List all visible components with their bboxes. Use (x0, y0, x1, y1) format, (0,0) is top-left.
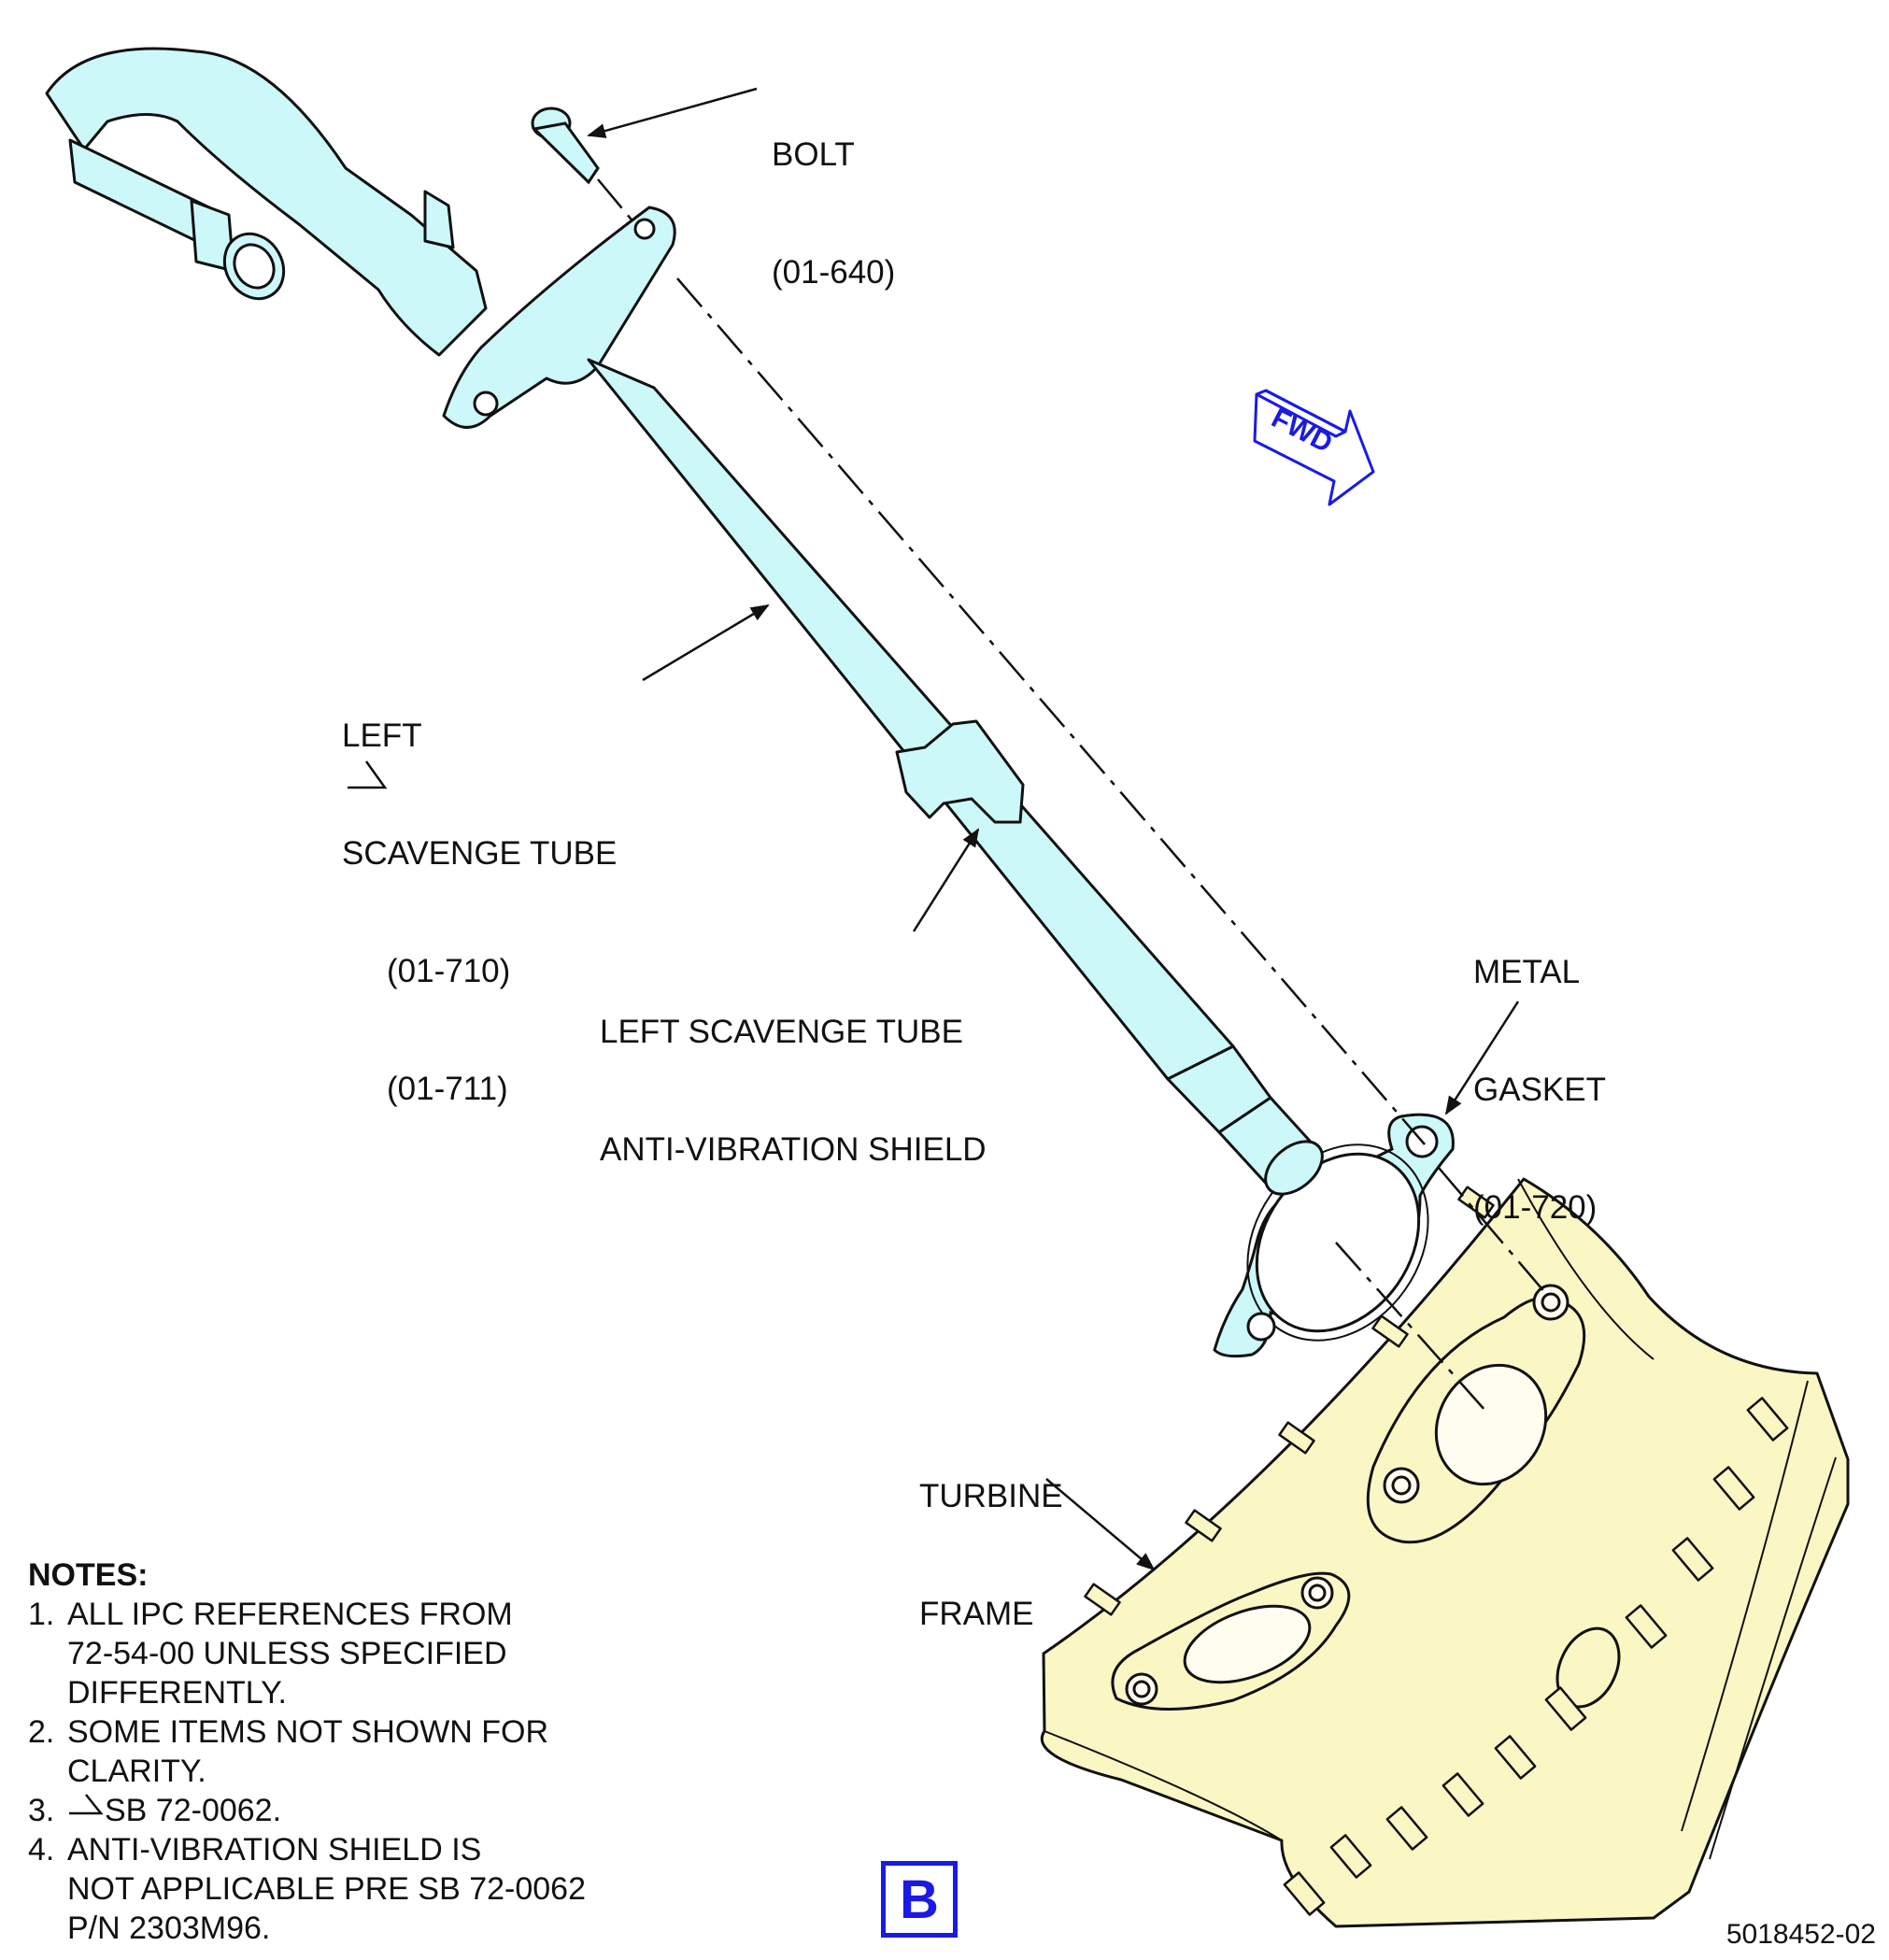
gasket-callout: METAL GASKET (01-720) (1473, 874, 1606, 1267)
figure-id: 5018452-02 (1726, 1919, 1876, 1950)
bolt (531, 107, 600, 185)
note-item: 1. ALL IPC REFERENCES FROM 72-54-00 UNLE… (28, 1595, 586, 1712)
left-tube-callout: LEFT SCAVENGE TUBE (01-710) (01-711) (342, 638, 617, 1148)
note-number: 2. (28, 1714, 55, 1750)
stud (1084, 1583, 1121, 1616)
view-label: B (900, 1868, 939, 1930)
note-number: 1. (28, 1597, 55, 1632)
bolt-name: BOLT (772, 136, 855, 173)
note-number: 3. (28, 1793, 55, 1828)
stud (1278, 1421, 1315, 1455)
left-tube-ref2: (01-711) (387, 1071, 508, 1107)
delta-symbol-tube (348, 760, 388, 789)
note-number: 4. (28, 1832, 55, 1868)
stud (1442, 1772, 1484, 1817)
left-tube-ref1: (01-710) (387, 953, 511, 989)
stud (1712, 1466, 1755, 1511)
notes-block: NOTES: 1. ALL IPC REFERENCES FROM 72-54-… (28, 1555, 586, 1948)
gasket-line1: METAL (1473, 954, 1581, 990)
stud (1457, 1186, 1495, 1219)
fwd-arrow-icon: FWD (1253, 389, 1375, 506)
tube-leader (642, 604, 770, 682)
note-text: SOME ITEMS NOT SHOWN FOR CLARITY. (67, 1714, 549, 1789)
turbine-line2: FRAME (919, 1596, 1034, 1632)
gasket-leader (1444, 1001, 1520, 1115)
turbine-frame-body (1040, 1177, 1850, 1928)
shield-line1: LEFT SCAVENGE TUBE (600, 1014, 963, 1050)
stud (1385, 1806, 1428, 1851)
stud (1625, 1604, 1668, 1649)
stud (1746, 1397, 1789, 1442)
bolt-leader (587, 87, 758, 138)
note-item: 4. ANTI-VIBRATION SHIELD IS NOT APPLICAB… (28, 1830, 586, 1948)
note-text: ANTI-VIBRATION SHIELD IS NOT APPLICABLE … (67, 1832, 586, 1946)
left-scavenge-tube (45, 47, 1324, 1196)
turbine-leader (1045, 1478, 1156, 1571)
delta-symbol-icon (69, 1794, 104, 1815)
tube-flange (442, 206, 676, 429)
note-text: ALL IPC REFERENCES FROM 72-54-00 UNLESS … (67, 1597, 513, 1711)
gasket-line2: GASKET (1473, 1072, 1606, 1108)
note-text: SB 72-0062. (105, 1793, 282, 1828)
stud (1283, 1871, 1326, 1916)
anti-vibration-shield (895, 719, 1025, 824)
centerlines (597, 178, 1547, 1412)
left-tube-line1: LEFT (342, 717, 422, 754)
shield-callout: LEFT SCAVENGE TUBE ANTI-VIBRATION SHIELD (600, 934, 987, 1209)
stud (1544, 1686, 1587, 1731)
stud (1329, 1834, 1372, 1879)
left-tube-line2: SCAVENGE TUBE (342, 835, 618, 872)
note-item: 2. SOME ITEMS NOT SHOWN FOR CLARITY. (28, 1712, 586, 1791)
gasket-ref: (01-720) (1473, 1189, 1598, 1226)
shield-leader (912, 828, 980, 932)
turbine-callout: TURBINE FRAME (919, 1399, 1063, 1673)
stud (1185, 1509, 1222, 1542)
notes-title: NOTES: (28, 1557, 149, 1593)
view-label-box: B (881, 1861, 958, 1938)
bolt-callout: BOLT (01-640) (772, 57, 895, 332)
stud (1494, 1735, 1537, 1780)
turbine-frame (1040, 1177, 1850, 1928)
bolt-ref: (01-640) (772, 254, 896, 291)
shield-line2: ANTI-VIBRATION SHIELD (600, 1131, 987, 1168)
note-item: 3. SB 72-0062. (28, 1791, 586, 1830)
stud (1371, 1314, 1409, 1348)
turbine-line1: TURBINE (919, 1478, 1063, 1514)
stud (1671, 1537, 1714, 1582)
leader-lines (587, 87, 1520, 1571)
